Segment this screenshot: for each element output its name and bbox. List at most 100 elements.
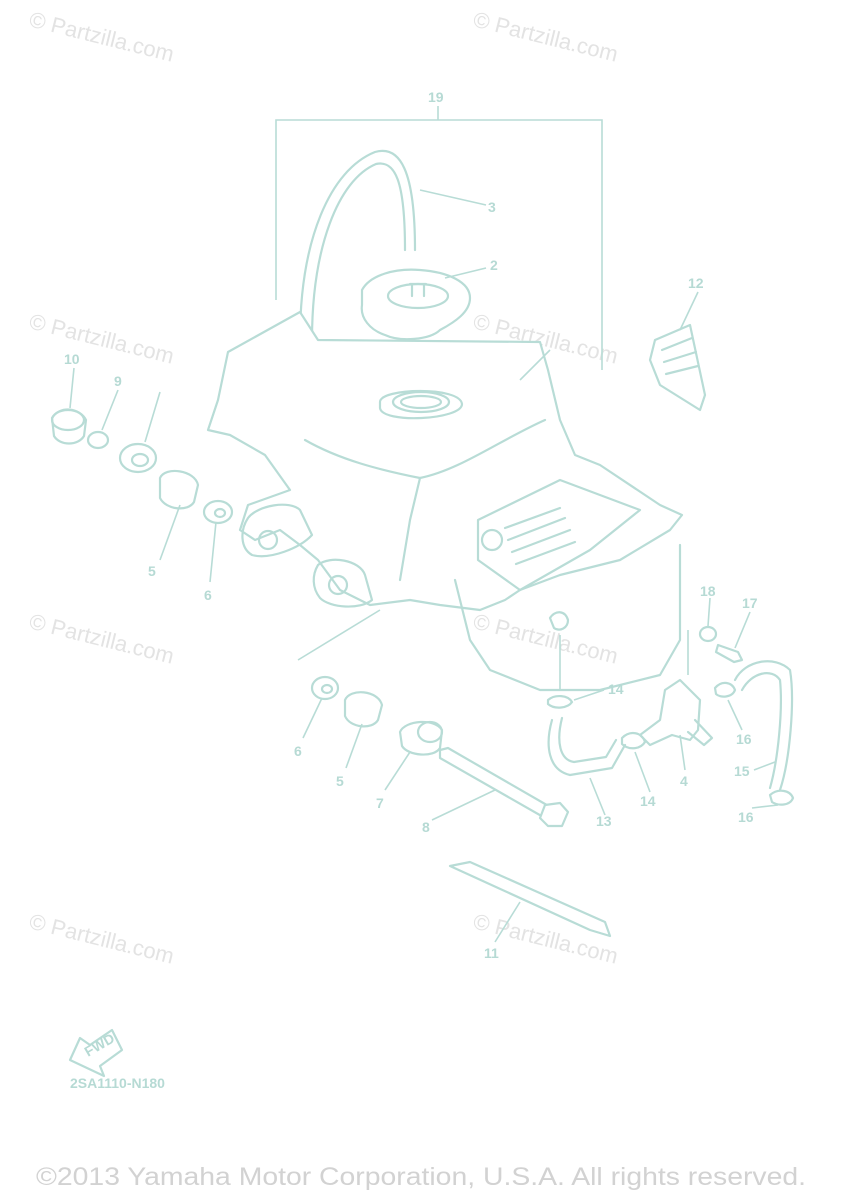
callout-14b: 14 xyxy=(640,793,656,809)
mount-lug-rear-hole xyxy=(327,574,349,596)
leader-14a xyxy=(573,689,605,701)
callout-13: 13 xyxy=(596,813,612,829)
watermark: © Partzilla.com xyxy=(471,7,621,67)
copyright-notice: ©2013 Yamaha Motor Corporation, U.S.A. A… xyxy=(36,1163,806,1191)
leader-12 xyxy=(679,291,699,331)
fuel-tank-decal xyxy=(503,506,577,566)
fuel-hose-13-inner xyxy=(558,716,618,764)
band-11 xyxy=(448,860,612,938)
hose-clip-14a xyxy=(546,695,574,709)
fuel-tank-filler-inner xyxy=(399,394,443,410)
leader-16b xyxy=(751,804,779,809)
leader-13 xyxy=(589,777,606,816)
fuel-cap xyxy=(360,268,472,341)
callout-5b: 5 xyxy=(336,773,344,789)
mounting-bolt-head xyxy=(538,801,570,828)
callout-11: 11 xyxy=(484,945,499,961)
assembly-bracket xyxy=(275,119,603,370)
leader-10 xyxy=(69,367,75,409)
callout-17: 17 xyxy=(742,595,758,611)
leader-6a xyxy=(209,521,217,583)
callout-14a: 14 xyxy=(608,681,624,697)
washer-plate-hub xyxy=(130,452,150,468)
forward-arrow-icon: FWD xyxy=(68,1028,124,1078)
breather-hose xyxy=(298,149,417,342)
overflow-hose-inner xyxy=(740,672,782,790)
fuel-cock-lever xyxy=(686,718,714,747)
leader-4 xyxy=(679,734,686,771)
emblem-plate-lines xyxy=(660,336,700,376)
watermark: © Partzilla.com xyxy=(27,609,177,669)
leader-3 xyxy=(419,189,487,206)
hose-clip-16b xyxy=(768,789,795,806)
collar xyxy=(86,430,110,450)
callout-16a: 16 xyxy=(736,731,752,747)
leader-6b xyxy=(302,697,323,739)
damper-front xyxy=(158,469,200,510)
hose-clip-top xyxy=(548,611,570,631)
hose-clip-16a xyxy=(713,681,737,698)
leader-18 xyxy=(707,597,711,627)
callout-3: 3 xyxy=(488,199,496,215)
leader-9 xyxy=(101,389,119,431)
callout-18: 18 xyxy=(700,583,716,599)
callout-6a: 6 xyxy=(204,587,212,603)
leader-11 xyxy=(494,901,521,943)
callout-16b: 16 xyxy=(738,809,754,825)
leader-15 xyxy=(753,761,776,771)
diagram-code: 2SA1110-N180 xyxy=(70,1075,165,1091)
mount-lug-front-hole xyxy=(257,529,279,551)
callout-2: 2 xyxy=(490,257,498,273)
rubber-cap-end xyxy=(50,408,86,432)
leader-8 xyxy=(431,789,496,821)
callout-7: 7 xyxy=(376,795,384,811)
fuel-tank-valley xyxy=(398,476,422,582)
washer-rear xyxy=(310,675,340,701)
yamaha-emblem xyxy=(480,528,504,552)
callout-6b: 6 xyxy=(294,743,302,759)
collar-rear-end xyxy=(416,720,444,744)
watermark: © Partzilla.com xyxy=(27,909,177,969)
leader-5b xyxy=(345,723,363,769)
washer-front xyxy=(202,499,234,525)
overflow-hose xyxy=(733,660,794,792)
callout-9: 9 xyxy=(114,373,122,389)
leader-17 xyxy=(734,611,751,649)
leader-washer-plate xyxy=(144,391,161,443)
tank-to-bracket-line xyxy=(519,349,551,381)
mount-lug-front xyxy=(241,503,314,558)
watermark: © Partzilla.com xyxy=(27,7,177,67)
leader-2 xyxy=(444,267,487,279)
damper-rear xyxy=(343,691,384,728)
callout-4: 4 xyxy=(680,773,688,789)
washer-plate xyxy=(118,442,158,474)
leader-14b xyxy=(634,751,651,793)
callout-19: 19 xyxy=(428,89,444,105)
fuel-tank-emblem-panel xyxy=(476,478,642,592)
fuel-tank-lower xyxy=(453,543,682,692)
watermark: © Partzilla.com xyxy=(27,309,177,369)
mount-lug-rear xyxy=(312,558,374,608)
fuel-tank-filler-ring xyxy=(391,390,451,414)
leader-5a xyxy=(159,504,181,561)
callout-8: 8 xyxy=(422,819,430,835)
leader-16a xyxy=(727,699,743,731)
fuel-tank-body xyxy=(206,310,684,612)
washer-front-hole xyxy=(213,507,227,519)
tank-front-edge xyxy=(297,609,381,661)
watermark: © Partzilla.com xyxy=(471,609,621,669)
callout-5a: 5 xyxy=(148,563,156,579)
leader-7 xyxy=(384,751,411,791)
callout-numbers: 19 3 2 12 10 9 5 6 18 17 14 16 4 15 16 1… xyxy=(64,89,758,961)
fuel-tank-filler-neck xyxy=(378,389,464,420)
callout-10: 10 xyxy=(64,351,80,367)
emblem-plate xyxy=(648,323,707,412)
washer-rear-hole xyxy=(320,683,334,695)
screw-17 xyxy=(714,643,744,664)
breather-hose-inner xyxy=(310,162,407,342)
fuel-hose-13 xyxy=(547,718,627,777)
callout-12: 12 xyxy=(688,275,704,291)
fuel-cap-vent xyxy=(408,282,428,298)
washer-18 xyxy=(698,625,718,643)
